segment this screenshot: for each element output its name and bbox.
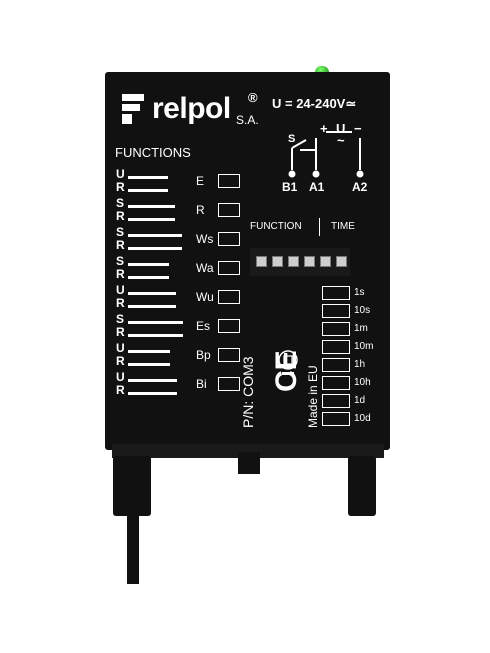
dip-setting-icon [218, 348, 240, 362]
dip-switch[interactable] [272, 256, 283, 267]
time-range-label: 10d [354, 413, 371, 424]
dip-setting-icon [218, 290, 240, 304]
brand-suffix: S.A. [236, 113, 259, 127]
terminal-a2-label: A2 [352, 180, 368, 194]
timing-waveform [128, 205, 175, 208]
function-signal-letter: S [116, 225, 125, 239]
terminal-b1-label: B1 [282, 180, 298, 194]
timing-waveform [128, 234, 182, 237]
dip-setting-icon [218, 174, 240, 188]
functions-title: FUNCTIONS [115, 145, 191, 160]
dip-function-label: FUNCTION [250, 221, 302, 232]
dip-switch[interactable] [288, 256, 299, 267]
relpol-logo-icon [122, 94, 144, 124]
terminal-diagram [288, 131, 364, 178]
timing-waveform [128, 350, 170, 353]
dip-setting-icon [218, 261, 240, 275]
timing-waveform [128, 379, 177, 382]
terminal-tilde-label: ~ [337, 133, 345, 148]
time-setting-icon [322, 358, 350, 372]
function-signal-letter: R [116, 209, 125, 223]
timing-waveform [128, 263, 169, 266]
time-setting-icon [322, 322, 350, 336]
function-code: Ws [196, 232, 214, 246]
made-in-label: Made in EU [306, 365, 320, 428]
timing-waveform [128, 392, 177, 395]
timing-waveform [128, 334, 183, 337]
dip-setting-icon [218, 377, 240, 391]
dip-switch[interactable] [256, 256, 267, 267]
timing-waveform [128, 276, 169, 279]
time-setting-icon [322, 304, 350, 318]
function-code: Wu [196, 290, 214, 304]
time-range-label: 1h [354, 359, 366, 370]
terminal-s-label: S [288, 133, 296, 145]
time-range-label: 1d [354, 395, 366, 406]
function-signal-letter: R [116, 354, 125, 368]
function-signal-letter: U [116, 370, 125, 384]
time-range-label: 10m [354, 341, 374, 352]
dip-switch[interactable] [336, 256, 347, 267]
part-number: P/N: COM3 [240, 356, 256, 428]
time-setting-icon [322, 340, 350, 354]
function-code: E [196, 174, 205, 188]
function-code: Wa [196, 261, 214, 275]
function-signal-letter: R [116, 238, 125, 252]
time-range-label: 10h [354, 377, 371, 388]
function-signal-letter: U [116, 283, 125, 297]
timing-waveform [128, 189, 168, 192]
pin-left-lead [127, 510, 139, 584]
function-signal-letter: S [116, 312, 125, 326]
timing-waveform [128, 305, 176, 308]
timing-waveform [128, 292, 176, 295]
terminal-a1-label: A1 [309, 180, 325, 194]
pin-right [348, 456, 376, 516]
time-range-label: 1s [354, 287, 365, 298]
time-setting-icon [322, 376, 350, 390]
function-signal-letter: S [116, 254, 125, 268]
dip-setting-icon [218, 203, 240, 217]
terminal-minus-label: − [354, 121, 362, 136]
terminal-u-label: U [336, 121, 346, 136]
time-setting-icon [322, 412, 350, 426]
pin-left [113, 456, 151, 516]
recycle-symbol-icon [278, 350, 298, 375]
function-code: Bp [196, 348, 211, 362]
dip-switch[interactable] [320, 256, 331, 267]
function-signal-letter: R [116, 325, 125, 339]
brand-registered-mark: ® [248, 90, 258, 105]
function-code: R [196, 203, 205, 217]
function-signal-letter: R [116, 180, 125, 194]
dip-time-label: TIME [331, 221, 355, 232]
terminal-plus-label: + [320, 121, 328, 136]
dip-switch[interactable] [304, 256, 315, 267]
function-signal-letter: U [116, 167, 125, 181]
dip-setting-icon [218, 319, 240, 333]
timing-waveform [128, 176, 168, 179]
time-range-label: 10s [354, 305, 371, 316]
function-signal-letter: R [116, 383, 125, 397]
center-key [238, 452, 260, 474]
time-setting-icon [322, 286, 350, 300]
time-range-label: 1m [354, 323, 368, 334]
function-code: Es [196, 319, 211, 333]
function-signal-letter: R [116, 296, 125, 310]
time-setting-icon [322, 394, 350, 408]
timing-waveform [128, 321, 183, 324]
timing-waveform [128, 363, 170, 366]
function-signal-letter: U [116, 341, 125, 355]
timing-waveform [128, 218, 175, 221]
brand-name: relpol [152, 92, 231, 125]
module-base [112, 444, 384, 458]
function-signal-letter: R [116, 267, 125, 281]
timing-waveform [128, 247, 182, 250]
function-code: Bi [196, 377, 207, 391]
dip-setting-icon [218, 232, 240, 246]
voltage-rating: U = 24-240V≃ [272, 96, 357, 111]
function-signal-letter: S [116, 196, 125, 210]
status-led [315, 66, 329, 75]
dip-label-divider [319, 218, 320, 236]
